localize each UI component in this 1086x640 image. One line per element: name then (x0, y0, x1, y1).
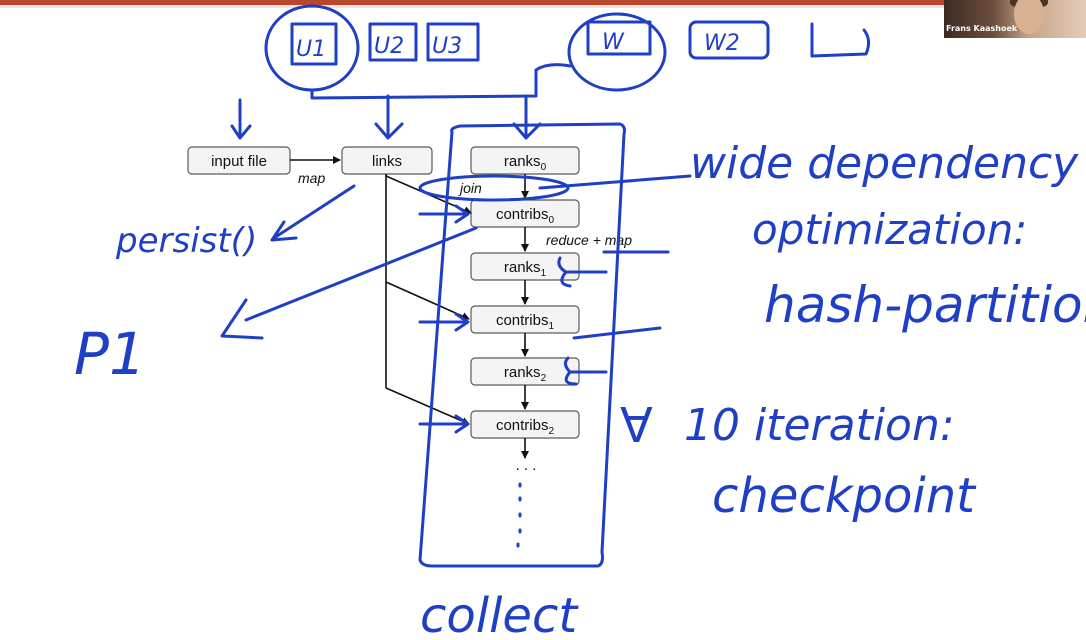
ink-hook-ranks1 (557, 256, 608, 288)
edge-label-reduce-map: reduce + map (546, 232, 632, 248)
ink-text-hash-partition: hash-partition (764, 276, 1086, 334)
node-contribs-2-label: contribs2 (496, 417, 555, 437)
edge-label-join: join (458, 180, 482, 196)
ink-label-w1: W (602, 30, 625, 55)
ink-wide-dep-line (538, 174, 692, 190)
ink-label-u1: U1 (296, 37, 326, 62)
ink-label-u3: U3 (432, 34, 462, 59)
ink-box-empty (810, 22, 871, 58)
webcam-face (1014, 0, 1044, 34)
ink-box-u3 (426, 22, 480, 62)
ink-arrow-ranks (512, 94, 542, 140)
ink-dotted-continuation (516, 482, 522, 552)
ink-arrow-input (230, 98, 252, 140)
ink-text-persist: persist() (115, 221, 257, 261)
ink-column-outline (418, 122, 626, 568)
node-contribs-0-label: contribs0 (496, 206, 555, 226)
webcam-thumbnail: Frans Kaashoek (944, 0, 1086, 38)
ink-box-w2 (688, 20, 770, 60)
ink-hook-ranks2 (563, 356, 608, 386)
node-ranks-0-label: ranks0 (504, 153, 547, 173)
webcam-participant-name: Frans Kaashoek (946, 24, 1018, 33)
ink-diagonal-p1 (220, 226, 478, 340)
ink-join-oval (418, 174, 570, 202)
ink-arrow-links (374, 94, 404, 140)
edge-links-to-contribs2 (385, 387, 470, 425)
ink-arrow-into-contribs2 (418, 414, 470, 434)
node-links (341, 146, 433, 175)
node-ranks-1-label: ranks1 (504, 259, 547, 279)
ink-bracket (310, 63, 572, 100)
ink-label-u2: U2 (374, 34, 404, 59)
ink-box-w1 (586, 20, 652, 56)
ink-text-wide-dependency: wide dependency (690, 138, 1079, 189)
node-links-label: links (372, 153, 402, 170)
ink-persist-arrow (270, 184, 356, 242)
ink-text-checkpoint: checkpoint (712, 468, 977, 524)
ink-arrow-into-contribs1 (418, 312, 470, 332)
diagram-ellipsis: . . . (516, 457, 537, 474)
ink-text-ten-iteration: 10 iteration: (684, 400, 955, 451)
ink-label-w2: W2 (704, 31, 740, 56)
ink-arrow-into-contribs0 (418, 204, 470, 224)
ink-line-contribs1 (572, 326, 662, 340)
ink-text-p1: P1 (74, 320, 146, 388)
node-input-file-label: input file (211, 153, 267, 170)
window-top-border (0, 0, 1086, 5)
window-top-border-shade (0, 5, 1086, 8)
ink-text-collect: collect (420, 588, 579, 640)
ink-box-u2 (368, 22, 418, 62)
ink-box-u1 (290, 22, 338, 66)
ink-circle-w1 (567, 12, 667, 92)
ink-text-forall: ∀ (620, 398, 653, 454)
node-contribs-1-label: contribs1 (496, 312, 555, 332)
node-ranks-2-label: ranks2 (504, 364, 547, 384)
ink-text-optimization: optimization: (752, 205, 1027, 254)
edge-label-map: map (298, 170, 325, 186)
